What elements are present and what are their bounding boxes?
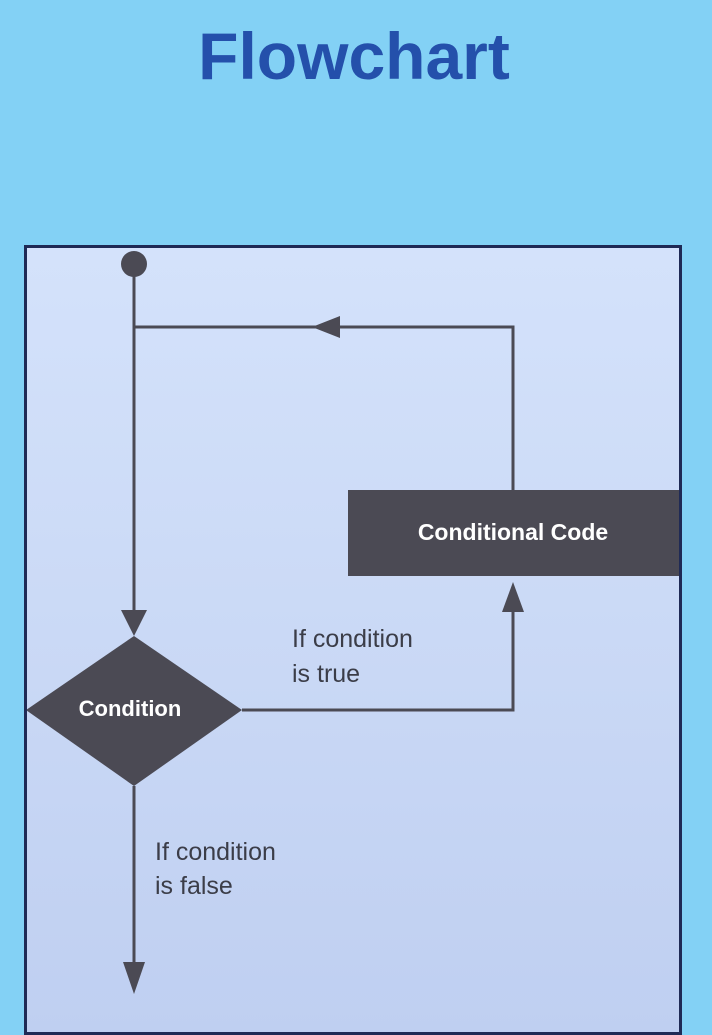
edge-loop-back [134, 325, 515, 490]
condition-node [27, 636, 242, 786]
edge-true-branch [242, 606, 515, 712]
arrowhead-into-condition [121, 610, 147, 636]
conditional-code-label: Conditional Code [418, 519, 608, 545]
arrowhead-false-exit [123, 962, 145, 994]
true-branch-label-line2: is true [292, 660, 360, 688]
page-title: Flowchart [198, 19, 510, 93]
false-branch-label-line1: If condition [155, 838, 276, 866]
condition-label: Condition [79, 696, 182, 721]
arrowhead-loop-back [312, 316, 340, 338]
conditional-code-node [348, 490, 679, 576]
false-branch-label-line2: is false [155, 872, 233, 900]
arrowhead-into-conditional-code [502, 582, 524, 612]
true-branch-label-line1: If condition [292, 625, 413, 653]
